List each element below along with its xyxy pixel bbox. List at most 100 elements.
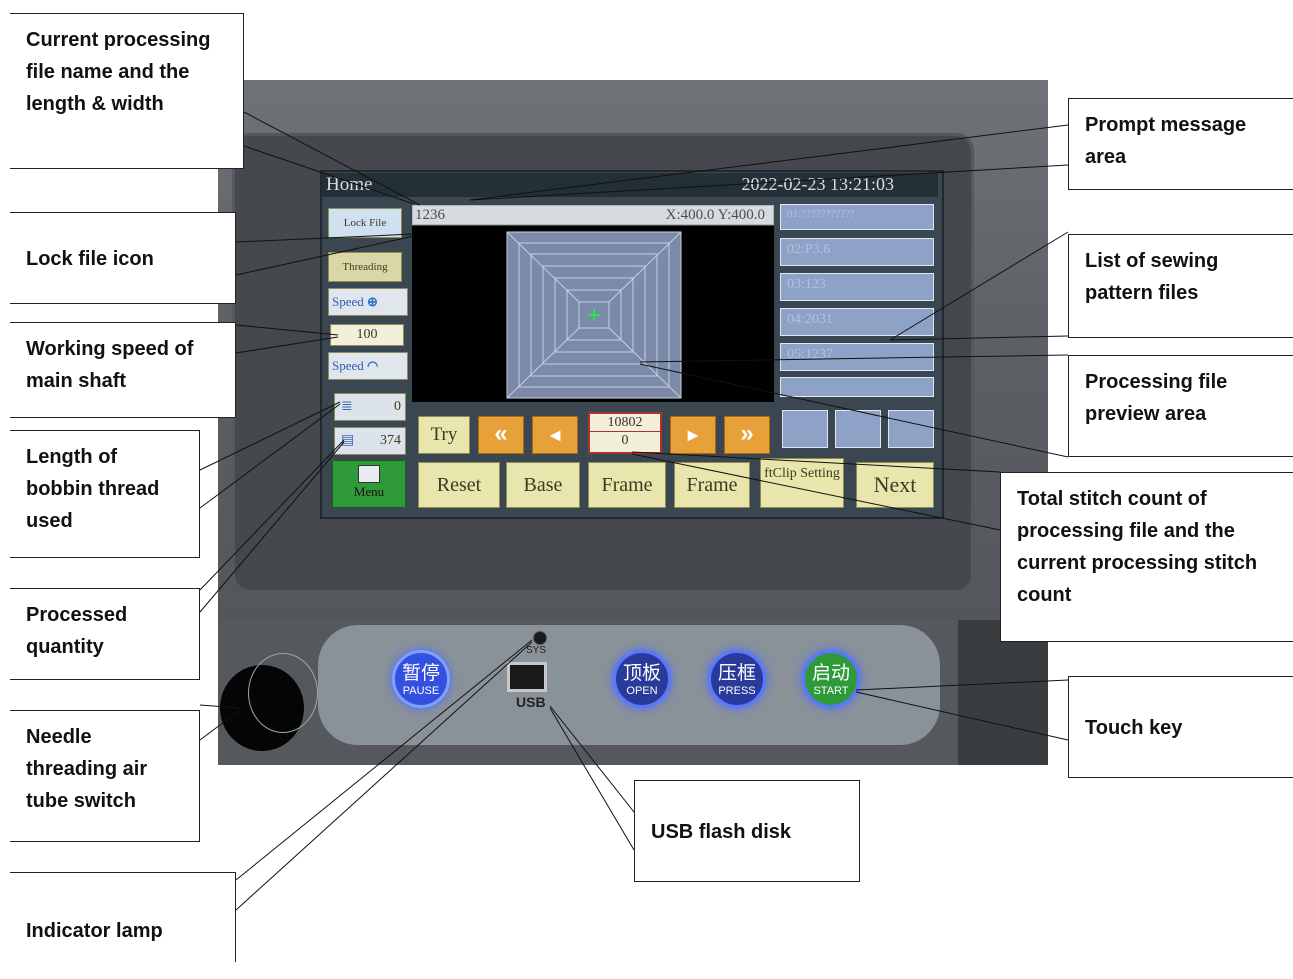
open-key-zh: 顶板 xyxy=(622,663,661,684)
callout-touch-key: Touch key xyxy=(1068,676,1293,778)
start-key-zh: 启动 xyxy=(811,663,850,684)
pause-key[interactable]: 暂停 PAUSE xyxy=(392,650,450,708)
speed-down-button[interactable]: Speed ◠ xyxy=(328,352,408,380)
file-coords: X:400.0 Y:400.0 xyxy=(665,207,765,223)
threading-button[interactable]: Threading xyxy=(328,252,402,282)
callout-bobbin-text: Length of bobbin thread used xyxy=(26,446,160,532)
forward-icon: ► xyxy=(684,425,702,445)
press-key-zh: 压框 xyxy=(717,663,756,684)
file-list-page-mid-button[interactable] xyxy=(835,410,881,448)
menu-label: Menu xyxy=(353,484,385,499)
quantity-value: 374 xyxy=(380,433,401,448)
frame-button-2[interactable]: Frame xyxy=(674,462,750,508)
forward-button[interactable]: ► xyxy=(670,416,716,454)
callout-stitch: Total stitch count of processing file an… xyxy=(1000,472,1293,642)
file-list-item-5[interactable]: 05:1237 xyxy=(780,343,934,371)
speed-up-icon: ⊕ xyxy=(367,294,378,309)
next-label: Next xyxy=(873,472,917,497)
speed-down-label: Speed xyxy=(332,358,364,373)
file-list-item-3-label: 03:123 xyxy=(787,277,826,292)
frame-1-label: Frame xyxy=(601,474,653,496)
file-list-item-6[interactable] xyxy=(780,377,934,397)
bobbin-value: 0 xyxy=(394,399,401,414)
prompt-message-area: 1236 X:400.0 Y:400.0 xyxy=(412,205,774,225)
callout-lamp: Indicator lamp xyxy=(10,872,236,962)
try-label: Try xyxy=(430,424,458,445)
callout-usb: USB flash disk xyxy=(634,780,860,882)
file-list-item-5-label: 05:1237 xyxy=(787,347,833,362)
file-list-item-2-label: 02:P3.6 xyxy=(787,242,831,257)
frame-2-label: Frame xyxy=(686,474,738,496)
callout-lock-icon: Lock file icon xyxy=(10,212,236,304)
reset-label: Reset xyxy=(436,474,482,496)
screen-datetime: 2022-02-23 13:21:03 xyxy=(741,174,895,194)
screen-title-bar: Home 2022-02-23 13:21:03 xyxy=(322,173,938,197)
preview-area xyxy=(412,226,774,402)
speed-value: 100 xyxy=(330,324,404,346)
file-list-page-up-button[interactable] xyxy=(782,410,828,448)
file-list-item-3[interactable]: 03:123 xyxy=(780,273,934,301)
speed-up-label: Speed xyxy=(332,294,364,309)
file-list-item-4[interactable]: 04:2031 xyxy=(780,308,934,336)
open-key[interactable]: 顶板 OPEN xyxy=(613,650,671,708)
callout-quantity: Processed quantity xyxy=(10,588,200,680)
rewind-fast-button[interactable]: « xyxy=(478,416,524,454)
threading-label: Threading xyxy=(342,261,388,273)
menu-icon xyxy=(358,465,380,483)
callout-usb-text: USB flash disk xyxy=(651,821,792,843)
next-button[interactable]: Next xyxy=(856,462,934,508)
start-key-en: START xyxy=(813,685,849,697)
lock-file-label: Lock File xyxy=(343,217,387,229)
stitch-total: 10802 xyxy=(590,414,660,432)
callout-stitch-text: Total stitch count of processing file an… xyxy=(1017,488,1258,606)
rewind-button[interactable]: ◄ xyxy=(532,416,578,454)
stitch-counter: 10802 0 xyxy=(588,412,662,454)
callout-file-list-text: List of sewing pattern files xyxy=(1085,250,1219,304)
knob-ring xyxy=(248,653,318,733)
file-list-item-1-label: 01:??????????? xyxy=(787,208,855,220)
callout-speed: Working speed of main shaft xyxy=(10,322,236,418)
clip-setting-label: ftClip Setting xyxy=(764,466,840,481)
file-list-page-down-button[interactable] xyxy=(888,410,934,448)
stitch-current: 0 xyxy=(621,433,629,448)
pause-key-zh: 暂停 xyxy=(401,663,440,684)
usb-label: USB xyxy=(516,694,546,710)
callout-speed-text: Working speed of main shaft xyxy=(26,338,194,392)
callout-air-switch-text: Needle threading air tube switch xyxy=(26,726,148,812)
press-key-en: PRESS xyxy=(718,685,756,697)
screen-title: Home xyxy=(326,174,373,195)
callout-prompt: Prompt message area xyxy=(1068,98,1293,190)
file-name: 1236 xyxy=(415,207,445,223)
try-button[interactable]: Try xyxy=(418,416,470,454)
quantity-icon: ▤ xyxy=(341,433,355,448)
pause-key-en: PAUSE xyxy=(402,685,440,697)
bobbin-icon: ≣ xyxy=(341,399,353,414)
indicator-lamp xyxy=(533,631,547,645)
forward-fast-button[interactable]: » xyxy=(724,416,770,454)
start-key[interactable]: 启动 START xyxy=(802,650,860,708)
speed-down-icon: ◠ xyxy=(367,358,379,373)
lock-file-button[interactable]: Lock File xyxy=(328,208,402,238)
rewind-fast-icon: « xyxy=(494,420,508,447)
speed-up-button[interactable]: Speed ⊕ xyxy=(328,288,408,316)
callout-lock-icon-text: Lock file icon xyxy=(26,248,154,270)
quantity-counter[interactable]: ▤ 374 xyxy=(334,427,406,455)
file-list-item-2[interactable]: 02:P3.6 xyxy=(780,238,934,266)
callout-prompt-text: Prompt message area xyxy=(1085,114,1247,168)
preview-pattern xyxy=(506,231,682,399)
machine-right-mechanics xyxy=(958,620,1048,765)
callout-file-list: List of sewing pattern files xyxy=(1068,234,1293,338)
press-key[interactable]: 压框 PRESS xyxy=(708,650,766,708)
frame-button-1[interactable]: Frame xyxy=(588,462,666,508)
reset-button[interactable]: Reset xyxy=(418,462,500,508)
base-label: Base xyxy=(523,474,563,496)
callout-current-file-text: Current processing file name and the len… xyxy=(26,29,211,115)
callout-lamp-text: Indicator lamp xyxy=(26,920,163,942)
base-button[interactable]: Base xyxy=(506,462,580,508)
file-list-item-1[interactable]: 01:??????????? xyxy=(780,204,934,230)
speed-value-text: 100 xyxy=(356,327,378,342)
bobbin-thread-counter[interactable]: ≣ 0 xyxy=(334,393,406,421)
usb-port[interactable] xyxy=(507,662,547,692)
menu-button[interactable]: Menu xyxy=(332,460,406,508)
